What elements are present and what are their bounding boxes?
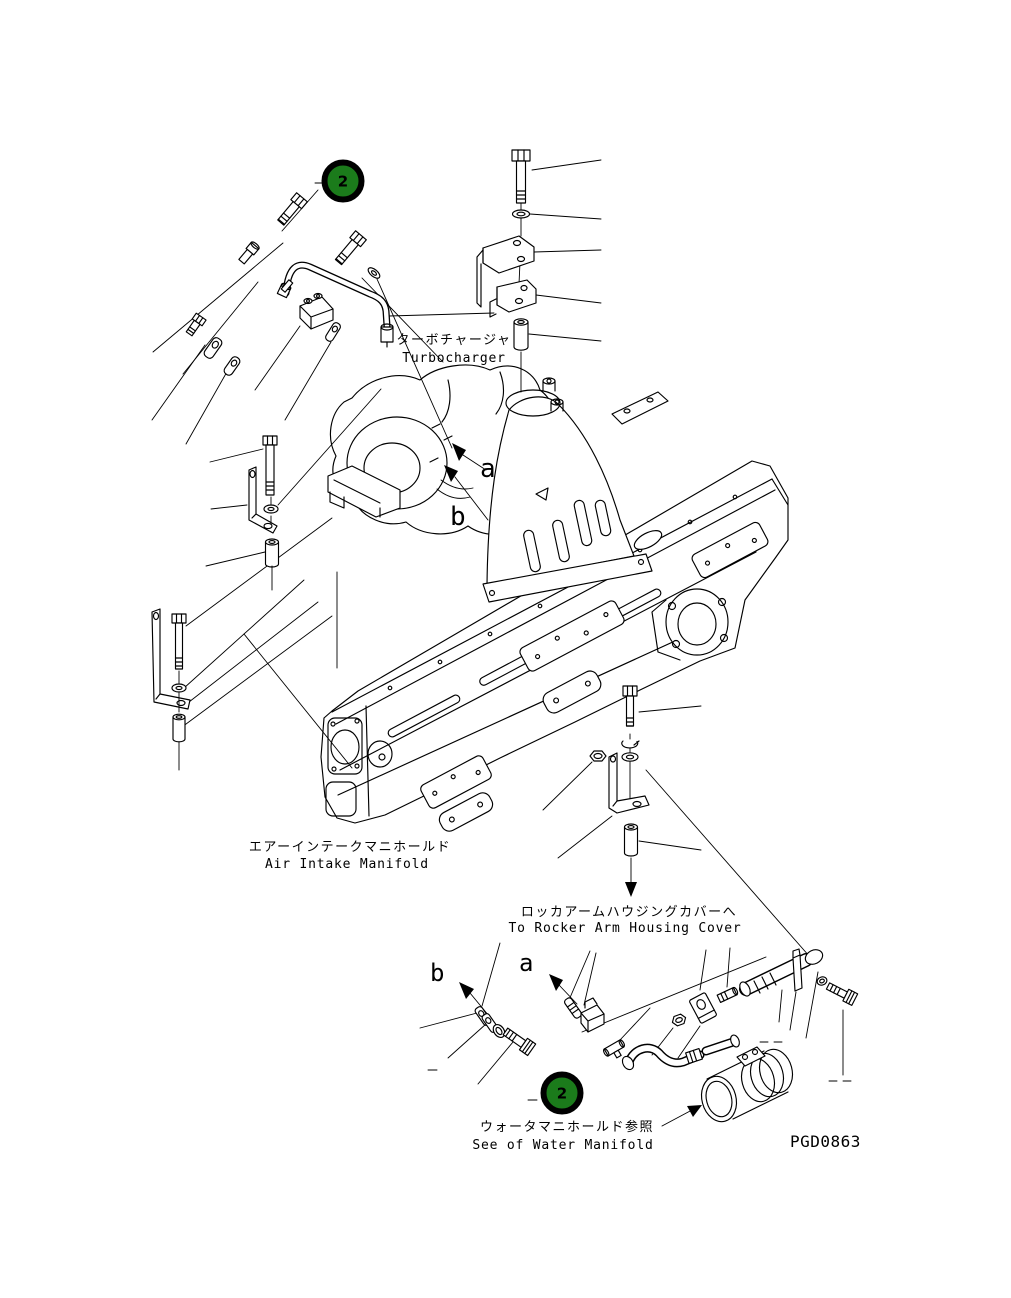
label-rocker-arm-cover: ロッカアームハウジングカバーへ To Rocker Arm Housing Co…	[509, 905, 742, 936]
spacer-cylinder	[625, 824, 638, 856]
eye-joint-bolt	[333, 231, 366, 267]
banjo-bolt	[275, 193, 307, 227]
ring-clamp	[491, 1022, 507, 1039]
label-air-intake-manifold: エアーインテークマニホールド Air Intake Manifold	[249, 840, 451, 872]
spacer-cylinder	[173, 714, 185, 742]
turbocharger-flange	[328, 466, 400, 517]
flat-washer	[513, 210, 530, 218]
tube-end-fitting	[381, 324, 393, 347]
clamp-plate	[324, 321, 341, 342]
elbow-inlet-flange	[506, 378, 563, 416]
hex-bolt-long	[172, 614, 186, 669]
label-water-manifold: ウォータマニホールド参照 See of Water Manifold	[472, 1119, 654, 1153]
manifold-end-face	[326, 718, 392, 816]
flat-washer	[172, 684, 186, 692]
hex-bolt-long	[263, 436, 277, 495]
balloon-bottom-ring[interactable]	[544, 1075, 581, 1112]
hex-nut	[671, 1013, 688, 1027]
water-line-assembly	[474, 947, 858, 1126]
bracket-bent-lower	[490, 280, 536, 317]
label-turbocharger-jp: ターボチャージャ	[397, 333, 512, 348]
left-hardware-upper	[249, 436, 279, 590]
label-water-jp: ウォータマニホールド参照	[480, 1119, 654, 1135]
oil-line-assembly	[184, 193, 393, 377]
gasket-fitting	[563, 997, 582, 1020]
washer-small	[366, 266, 381, 280]
pipe-plate	[793, 949, 802, 991]
hose-fitting	[717, 987, 739, 1003]
spacer-cylinder	[266, 539, 279, 567]
view-letter-a-upper: a	[480, 454, 496, 484]
label-turbocharger: ターボチャージャ Turbocharger	[397, 333, 512, 366]
hex-bolt	[623, 686, 637, 726]
hex-bolt	[501, 1026, 535, 1056]
top-right-hardware	[477, 150, 536, 350]
l-bracket	[609, 753, 649, 813]
drawing-code: PGD0863	[790, 1132, 861, 1151]
manifold-outlet-flange	[652, 589, 728, 660]
clamp-plate	[203, 336, 224, 360]
leader-lines	[152, 160, 851, 1100]
spacer-cylinder	[514, 319, 528, 350]
stud-small	[281, 280, 293, 292]
connector-fitting	[238, 241, 261, 265]
manifold-top-bracket	[612, 392, 668, 424]
l-bracket	[249, 467, 277, 533]
balloon-top[interactable]: 2	[325, 163, 362, 200]
small-ring	[816, 976, 828, 987]
intake-elbow	[483, 378, 652, 602]
clamp-plate	[223, 355, 242, 377]
label-turbocharger-en: Turbocharger	[402, 351, 506, 366]
elbow-slots	[523, 499, 612, 572]
junction-block	[581, 998, 604, 1032]
tall-bracket	[152, 609, 190, 709]
view-letter-a-lower: a	[519, 949, 533, 977]
flat-washer	[264, 505, 278, 513]
balloon-top-number: 2	[338, 173, 348, 191]
view-arrow-b-upper	[437, 465, 488, 520]
view-arrow-a-lower	[549, 974, 577, 1004]
reference-arrow	[662, 1105, 702, 1126]
clamp-bracket	[689, 992, 717, 1023]
label-rocker-en: To Rocker Arm Housing Cover	[509, 921, 742, 936]
balloon-bottom[interactable]: 2	[544, 1075, 581, 1112]
label-rocker-jp: ロッカアームハウジングカバーへ	[521, 905, 737, 920]
tee-fitting	[602, 1039, 628, 1062]
label-water-en: See of Water Manifold	[472, 1138, 653, 1153]
rocker-hardware	[590, 686, 649, 897]
balloon-bottom-number: 2	[557, 1085, 567, 1103]
water-pipe	[738, 947, 825, 998]
hex-bolt-long	[512, 150, 530, 203]
left-hardware-lower	[152, 609, 190, 770]
air-intake-manifold-body	[321, 392, 788, 834]
view-arrow-a-upper	[452, 443, 486, 470]
balloon-top-ring[interactable]	[325, 163, 362, 200]
view-letter-b-lower: b	[430, 959, 444, 987]
down-arrow	[625, 858, 637, 897]
bolt-small	[184, 313, 206, 337]
label-air-intake-en: Air Intake Manifold	[265, 857, 429, 872]
flat-washer	[622, 753, 638, 761]
spring-washer	[622, 741, 639, 748]
manifold-cover-plates	[419, 521, 770, 834]
elbow-hose	[620, 1034, 741, 1072]
plug-bolt	[825, 980, 858, 1005]
label-air-intake-jp: エアーインテークマニホールド	[249, 840, 451, 855]
hex-nut	[590, 751, 606, 761]
view-letter-b-upper: b	[450, 502, 466, 532]
junction-block	[300, 294, 333, 330]
water-manifold-cylinder	[697, 1046, 798, 1126]
bracket-bent-upper	[477, 236, 534, 307]
